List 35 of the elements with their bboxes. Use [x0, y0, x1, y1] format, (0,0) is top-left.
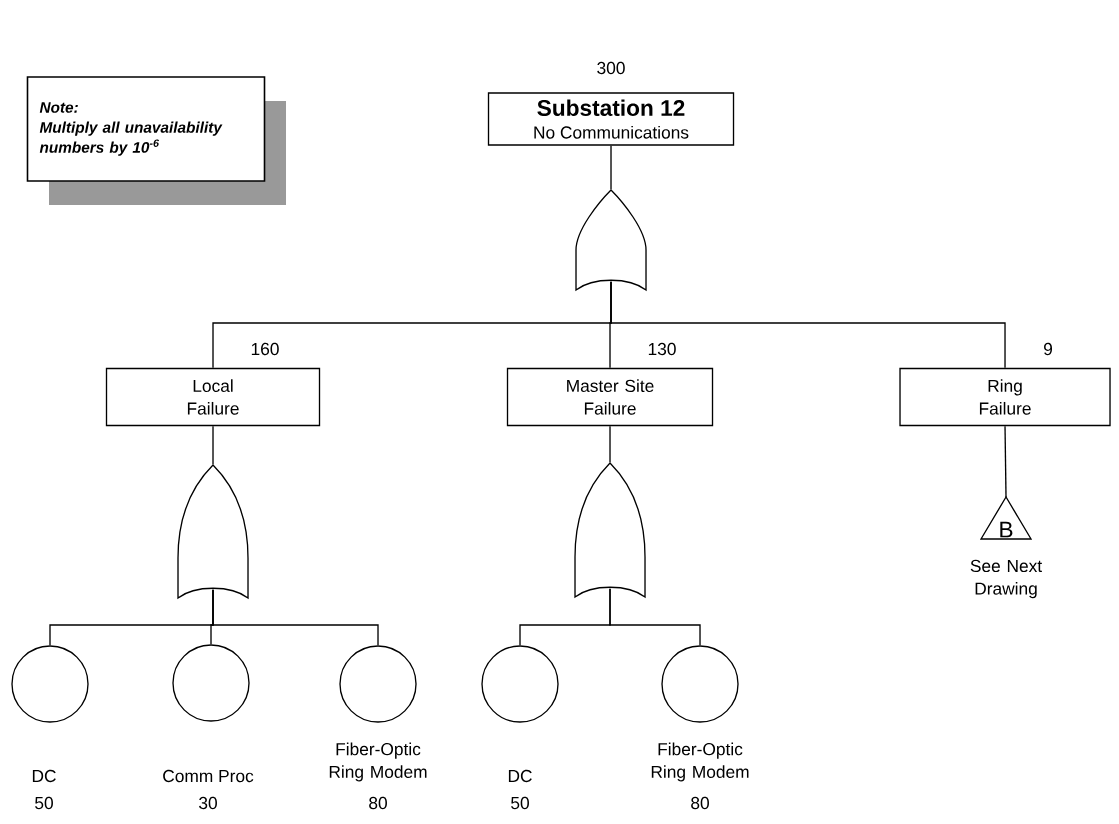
event-label: 300: [597, 61, 625, 75]
event-label: 50: [511, 796, 529, 810]
basic-event-circle: [11, 645, 89, 723]
basic-event-circle: [172, 644, 250, 722]
connector-line: [610, 281, 1006, 369]
event-box: Master Site Failure: [506, 367, 714, 427]
event-label: 80: [691, 796, 709, 810]
event-label: See Next Drawing: [970, 559, 1042, 599]
connector-line: [1004, 425, 1007, 498]
basic-event-circle: [661, 645, 739, 723]
or-gate: [575, 189, 647, 291]
basic-event-circle: [481, 645, 559, 723]
event-label: Fiber-Optic Ring Modem: [329, 742, 427, 782]
or-gate: [574, 462, 646, 598]
event-label: 9: [1044, 342, 1052, 356]
event-label: 130: [648, 342, 676, 356]
connector-line: [609, 588, 701, 646]
note-box: Note: Multiply all unavailability numbers by 10$^{-6}$: [26, 76, 286, 205]
connector-line: [610, 145, 612, 190]
event-box: Substation 12 No Communications: [487, 92, 735, 146]
basic-event-circle: [339, 645, 417, 723]
event-label: 160: [251, 342, 279, 356]
event-label: 50: [35, 796, 53, 810]
event-label: 30: [199, 796, 217, 810]
event-label: DC: [508, 769, 532, 783]
or-gate: [177, 464, 249, 599]
event-box: Local Failure: [105, 367, 321, 427]
event-label: Fiber-Optic Ring Modem: [651, 742, 749, 782]
event-box: Ring Failure: [899, 367, 1111, 427]
connector-line: [212, 425, 214, 465]
event-label: Comm Proc: [163, 769, 254, 783]
event-label: 80: [369, 796, 387, 810]
event-label: DC: [32, 769, 56, 783]
connector-line: [609, 425, 611, 463]
connector-line: [212, 589, 379, 646]
